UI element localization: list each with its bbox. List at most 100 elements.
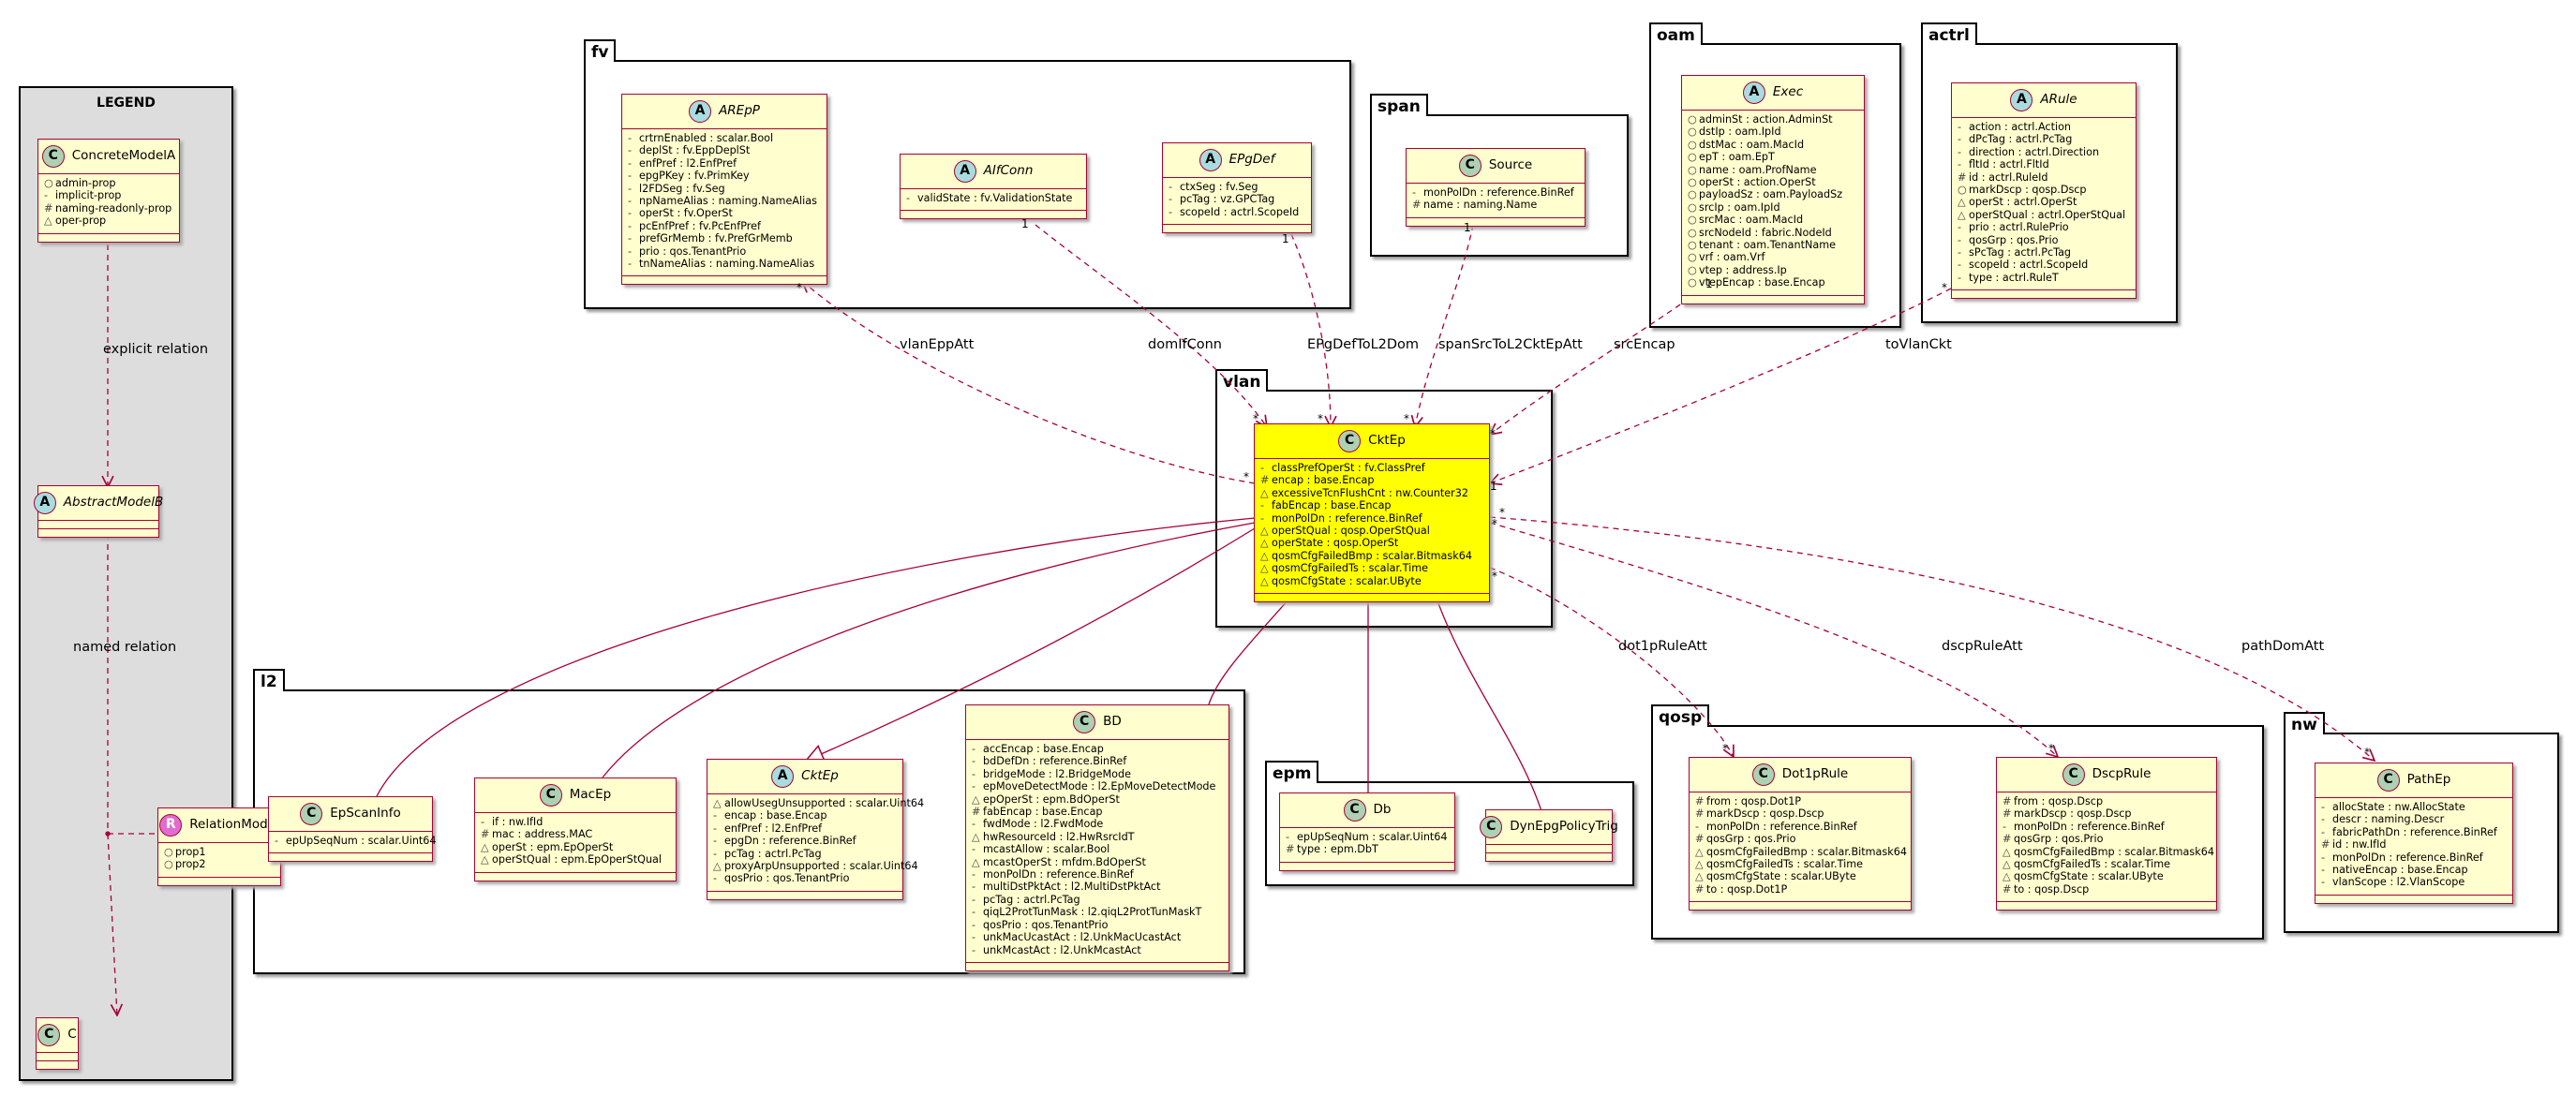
visibility-icon: - <box>972 906 976 919</box>
attribute-row: -monPolDn : reference.BinRef <box>972 868 1223 881</box>
class-epscaninfo-stereotype-icon: C <box>300 803 323 825</box>
class-bd-attributes: -accEncap : base.Encap-bdDefDn : referen… <box>966 740 1228 962</box>
attribute-row: #naming-readonly-prop <box>44 202 173 215</box>
class-dynepgpolicytrig-stereotype-icon: C <box>1480 816 1503 838</box>
visibility-icon: # <box>1695 882 1705 896</box>
attribute-text: encap : base.Encap <box>1272 474 1375 487</box>
attribute-text: name : naming.Name <box>1423 199 1538 212</box>
attribute-text: markDscp : qosp.Dscp <box>1969 184 2087 197</box>
legend-concrete-model-title: ConcreteModelA <box>71 148 176 164</box>
attribute-text: prefGrMemb : fv.PrefGrMemb <box>639 232 793 245</box>
attribute-row: ○name : oam.ProfName <box>1688 164 1858 176</box>
visibility-icon: ○ <box>1688 226 1697 239</box>
visibility-icon: △ <box>2003 845 2011 858</box>
attribute-text: l2FDSeg : fv.Seg <box>639 182 725 195</box>
label-toVlanCkt: toVlanCkt <box>1885 337 1952 352</box>
visibility-icon: △ <box>1260 486 1269 499</box>
attribute-row: △operStQual : qosp.OperStQual <box>1260 525 1483 537</box>
visibility-icon: ○ <box>1958 184 1967 197</box>
class-exec-stereotype-icon: A <box>1742 81 1765 104</box>
legend-concrete-model-attributes: ○admin-prop-implicit-prop#naming-readonl… <box>38 174 179 233</box>
attribute-row: ○dstMac : oam.MacId <box>1688 139 1858 151</box>
visibility-icon: - <box>1260 462 1265 474</box>
attribute-text: tnNameAlias : naming.NameAlias <box>639 258 815 271</box>
attribute-row: -monPolDn : reference.BinRef <box>2003 821 2211 833</box>
class-arule-stereotype-icon: A <box>2010 89 2033 111</box>
label-domIfConn: domIfConn <box>1148 337 1222 352</box>
class-exec-methods <box>1682 294 1864 304</box>
mult-dot1p: * <box>1722 742 1728 755</box>
attribute-text: srcMac : oam.MacId <box>1699 214 1804 227</box>
attribute-row: -dPcTag : actrl.PcTag <box>1958 133 2130 145</box>
attribute-row: -validState : fv.ValidationState <box>906 192 1080 204</box>
attribute-text: nativeEncap : base.Encap <box>2332 864 2468 877</box>
attribute-text: from : qosp.Dot1P <box>1706 795 1802 807</box>
package-tab-qosp: qosp <box>1651 704 1710 727</box>
attribute-text: excessiveTcnFlushCnt : nw.Counter32 <box>1272 486 1469 499</box>
attribute-text: sPcTag : actrl.PcTag <box>1969 246 2072 259</box>
visibility-icon: ○ <box>1688 214 1697 227</box>
attribute-row: #name : naming.Name <box>1412 199 1579 211</box>
attribute-text: fabricPathDn : reference.BinRef <box>2332 825 2497 838</box>
attribute-text: operSt : actrl.OperSt <box>1969 196 2077 209</box>
mult-source: 1 <box>1464 221 1471 234</box>
visibility-icon: - <box>1260 511 1265 525</box>
attribute-row: -sPcTag : actrl.PcTag <box>1958 246 2130 259</box>
mult-exec: 1 <box>1705 277 1713 290</box>
class-epscaninfo-methods <box>269 852 432 861</box>
attribute-text: qosmCfgState : scalar.UByte <box>1272 574 1422 587</box>
visibility-icon: △ <box>2003 870 2011 883</box>
visibility-icon: - <box>972 743 976 755</box>
attribute-text: fwdMode : l2.FwdMode <box>983 818 1104 831</box>
package-tab-oam: oam <box>1649 22 1703 45</box>
attribute-row: -mcastAllow : scalar.Bool <box>972 843 1223 855</box>
attribute-text: fltId : actrl.FltId <box>1969 158 2049 171</box>
attribute-text: qosmCfgFailedBmp : scalar.Bitmask64 <box>1706 845 1907 858</box>
attribute-row: -operSt : fv.OperSt <box>628 207 821 219</box>
legend-abstract-model-methods <box>38 528 158 537</box>
attribute-row: △allowUsegUnsupported : scalar.Uint64 <box>713 797 924 809</box>
attribute-text: fabEncap : base.Encap <box>983 806 1103 819</box>
visibility-icon: △ <box>972 792 980 806</box>
class-dot1prule-stereotype-icon: C <box>1751 763 1775 786</box>
attribute-row: -accEncap : base.Encap <box>972 743 1223 755</box>
visibility-icon: - <box>628 182 633 195</box>
visibility-icon: △ <box>1260 525 1269 538</box>
class-dot1prule-title: Dot1pRule <box>1781 766 1849 782</box>
attribute-text: qosmCfgState : scalar.UByte <box>2014 870 2164 883</box>
attribute-row: -allocState : nw.AllocState <box>2321 801 2507 813</box>
attribute-text: operSt : epm.EpOperSt <box>492 840 614 853</box>
attribute-row: -scopeId : actrl.ScopeId <box>1958 259 2130 271</box>
attribute-text: pcTag : actrl.PcTag <box>983 893 1080 906</box>
visibility-icon: # <box>2003 833 2012 846</box>
class-arepp-methods <box>622 275 826 284</box>
visibility-icon: △ <box>1695 858 1704 871</box>
visibility-icon: - <box>1286 831 1290 843</box>
legend-relation-model-methods <box>158 876 280 885</box>
visibility-icon: ○ <box>1688 200 1697 214</box>
label-spanSrcToL2CktEpAtt: spanSrcToL2CktEpAtt <box>1438 337 1583 352</box>
